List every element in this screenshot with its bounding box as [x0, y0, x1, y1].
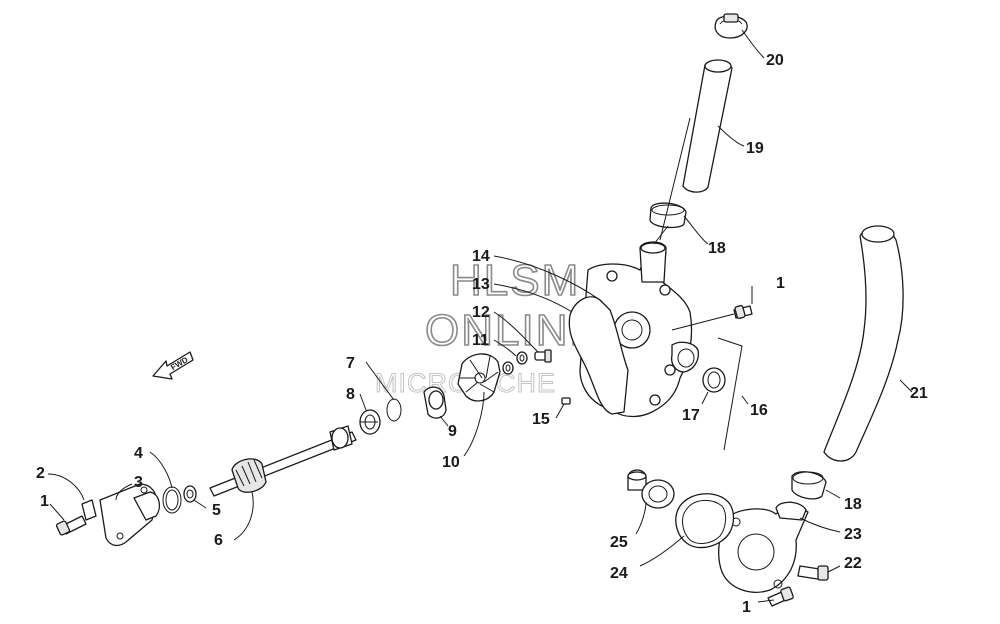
washer-11	[516, 351, 528, 365]
hose-clamp-18-lower	[791, 471, 827, 500]
callout-18-lower: 18	[844, 496, 862, 513]
callout-6: 6	[214, 532, 223, 549]
gear-6	[231, 458, 267, 493]
leader-lines	[47, 29, 913, 603]
gasket-13	[568, 296, 629, 415]
callout-1-left: 1	[40, 493, 49, 510]
fwd-direction-marker: FWD	[152, 351, 194, 380]
bearing-8	[359, 409, 381, 435]
callout-23: 23	[844, 526, 862, 543]
callout-25: 25	[610, 534, 628, 551]
bolt-1-bottom	[767, 586, 794, 607]
bracket-2	[81, 499, 97, 521]
callout-14: 14	[472, 248, 490, 265]
callout-11: 11	[472, 332, 489, 349]
callout-1-housing: 1	[776, 275, 785, 292]
impeller-10	[457, 353, 501, 402]
callout-3: 3	[134, 474, 143, 491]
bolt-1-housing	[733, 304, 753, 320]
callout-1-bottom: 1	[742, 599, 751, 616]
arrow-left-icon	[152, 351, 194, 380]
callout-24: 24	[610, 565, 628, 582]
callout-4: 4	[134, 445, 143, 462]
callout-2: 2	[36, 465, 45, 482]
plug-15	[561, 397, 571, 405]
callout-labels: 1 2 3 4 5 6 7 8 9 10 11 12 13 14 15 16 1…	[36, 52, 928, 616]
callout-7: 7	[346, 355, 355, 372]
hose-clamp-20	[714, 13, 748, 39]
washer-11b	[502, 361, 514, 375]
seal-9	[423, 386, 447, 419]
callout-12: 12	[472, 304, 490, 321]
washer-5	[183, 485, 197, 503]
callout-21: 21	[910, 385, 928, 402]
bolt-1-left	[55, 515, 87, 536]
callout-22: 22	[844, 555, 862, 572]
circlip-7	[386, 398, 402, 422]
callout-19: 19	[746, 140, 764, 157]
thermostat-25	[627, 469, 675, 509]
callout-18-upper: 18	[708, 240, 726, 257]
callout-13: 13	[472, 276, 490, 293]
callout-9: 9	[448, 423, 457, 440]
gasket-24	[675, 493, 735, 549]
callout-17: 17	[682, 407, 700, 424]
o-ring-17	[702, 367, 726, 393]
callout-5: 5	[212, 502, 221, 519]
bolt-22	[797, 565, 829, 581]
callout-16: 16	[750, 402, 768, 419]
upper-hose-19	[682, 59, 733, 193]
callout-20: 20	[766, 52, 784, 69]
cover-3	[99, 483, 161, 547]
hose-clamp-18-upper	[649, 202, 687, 229]
thermostat-housing-23	[718, 501, 809, 593]
callout-15: 15	[532, 411, 550, 428]
bolt-12	[534, 349, 552, 363]
pump-shaft-6	[209, 425, 357, 497]
callout-8: 8	[346, 386, 355, 403]
o-ring-4	[162, 486, 182, 514]
callout-10: 10	[442, 454, 460, 471]
lower-hose-21	[823, 225, 904, 462]
watermark-line1: HLSM	[450, 256, 580, 305]
